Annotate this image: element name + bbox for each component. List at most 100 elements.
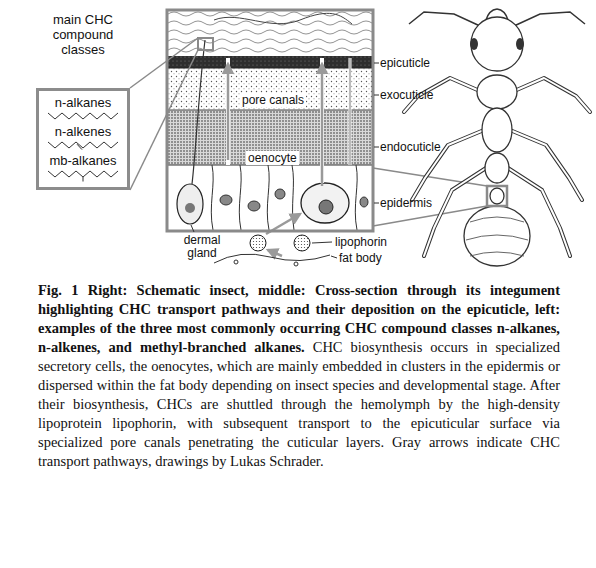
fat-body [234, 260, 238, 264]
leader-lines [312, 242, 332, 243]
ant-figure [512, 78, 590, 112]
transport-arrows [227, 64, 230, 160]
zoom-lines [130, 38, 198, 88]
compound-name: mb-alkanes [46, 154, 120, 168]
compound-name: n-alkenes [46, 125, 120, 139]
structure-label: lipophorin [335, 235, 387, 249]
cuticle-layers [168, 56, 372, 68]
lipophorin-particles [250, 235, 310, 251]
cross-section-frame [167, 10, 373, 231]
ant-figure [514, 12, 585, 26]
zoom-square [198, 38, 213, 50]
compound-item: mb-alkanes [46, 154, 120, 182]
epidermis-cells [267, 165, 269, 230]
cuticle-layers [168, 11, 372, 56]
zoom-lines [130, 50, 198, 190]
dermal-gland [185, 203, 195, 213]
ant-figure [464, 206, 530, 266]
epidermis-cells [220, 195, 232, 205]
fat-body [294, 262, 298, 266]
ant-figure [470, 252, 524, 256]
epidermis-cells [355, 165, 357, 230]
layer-label: epicuticle [380, 56, 430, 70]
compound-item: n-alkanes [46, 96, 120, 124]
dermal-gland [177, 184, 203, 224]
layer-label: endocuticle [380, 140, 441, 154]
structure-formula [46, 111, 120, 124]
cuticle-layers [168, 11, 372, 56]
epidermis-cells [360, 197, 368, 207]
ant-figure [466, 235, 528, 240]
compound-name: n-alkanes [46, 96, 120, 110]
cuticle-layers [168, 165, 372, 230]
fat-body [214, 254, 330, 263]
fat-body [214, 254, 330, 266]
ant-figure [470, 217, 524, 222]
pore-canals [228, 58, 350, 183]
ant-zoom-square [487, 186, 507, 206]
ant-figure [482, 108, 512, 152]
leader-lines [331, 256, 337, 258]
ant-figure [477, 75, 517, 109]
leader-lines [374, 95, 379, 96]
dermal-gland [192, 40, 205, 184]
pore-canals [349, 58, 352, 165]
compound-box: n-alkanes n-alkenes mb-alkanes [36, 88, 130, 190]
carbon-chain [48, 171, 118, 177]
structure-label: pore canals [240, 93, 306, 107]
epidermis-cells [248, 201, 260, 211]
panel-heading: main CHC compound classes [36, 12, 130, 57]
ant-figure [485, 153, 509, 183]
transport-arrows [321, 64, 324, 186]
epidermis-cells [275, 189, 285, 199]
structure-label: fat body [339, 251, 382, 265]
oenocyte-cell [301, 183, 349, 223]
structure-formula [46, 140, 120, 153]
cuticle-layers [168, 68, 372, 69]
structure-label: dermal gland [174, 234, 230, 260]
structure-formula [46, 169, 120, 182]
layer-label: epidermis [380, 196, 432, 210]
ant-figure [471, 17, 523, 71]
epidermis-cells [239, 165, 241, 230]
ant-figure [510, 130, 582, 200]
leader-lines [191, 63, 379, 258]
transport-arrows [268, 250, 282, 256]
ant-figure [490, 188, 504, 204]
double-bond [77, 144, 82, 149]
leader-lines [374, 203, 379, 204]
structure-label: oenocyte [246, 151, 299, 165]
figure-caption: Fig. 1 Right: Schematic insect, middle: … [38, 281, 560, 471]
caption-body: CHC biosynthesis occurs in specialized s… [38, 339, 560, 469]
compound-class-panel: main CHC compound classes n-alkanes n-alke… [36, 10, 130, 190]
zoom-lines [130, 38, 487, 226]
leader-lines [374, 147, 379, 148]
oenocyte-cell [319, 200, 333, 214]
leader-lines [374, 63, 379, 64]
lipophorin-particles [250, 235, 266, 251]
leader-lines [191, 225, 194, 232]
ant-figure [409, 12, 480, 26]
pore-canals [350, 58, 351, 165]
oenocyte-cell [301, 183, 349, 223]
carbon-chain [48, 113, 118, 119]
ant-figure [464, 17, 530, 266]
ant-figure [466, 217, 528, 256]
cuticle-layers [214, 13, 352, 24]
cuticle-layers [168, 11, 372, 230]
ant-figure [512, 78, 590, 112]
pore-canals [226, 58, 230, 165]
carbon-chain [48, 142, 118, 148]
lipophorin-particles [294, 235, 310, 251]
ant-figure [510, 130, 582, 200]
methyl-branch [83, 177, 84, 182]
layer-label: exocuticle [380, 88, 433, 102]
epidermis-cells [292, 165, 294, 230]
transport-arrows [228, 64, 322, 256]
ant-figure [404, 9, 590, 266]
compound-item: n-alkenes [46, 125, 120, 153]
ant-figure [470, 38, 478, 50]
epidermis-cells [211, 165, 213, 230]
dermal-gland [177, 40, 205, 224]
